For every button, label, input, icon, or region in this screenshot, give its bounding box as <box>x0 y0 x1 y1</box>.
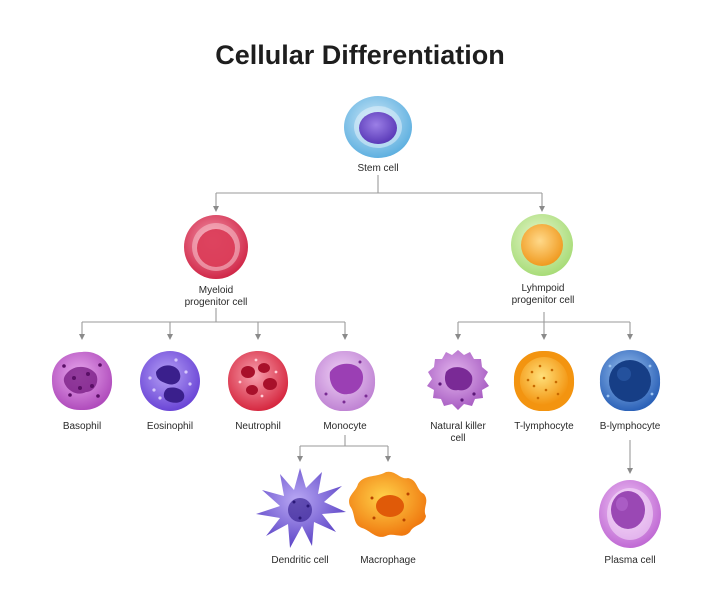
plasma-cell <box>599 480 661 548</box>
label-stem-cell: Stem cell <box>357 163 399 174</box>
basophil-cell <box>51 351 113 411</box>
label-basophil: Basophil <box>62 421 102 432</box>
label-lymphoid-progenitor: Lyhmpoid progenitor cell <box>511 283 575 306</box>
lymphoid-progenitor-cell <box>511 214 573 276</box>
label-dendritic: Dendritic cell <box>271 555 329 566</box>
neutrophil-cell <box>228 351 289 411</box>
stem-cell <box>344 96 412 158</box>
myeloid-progenitor-cell <box>184 215 248 279</box>
dendritic-cell <box>256 468 346 548</box>
b-lymphocyte-cell <box>599 350 661 412</box>
diagram-title: Cellular Differentiation <box>215 40 505 70</box>
t-lymphocyte-cell <box>513 350 575 412</box>
label-neutrophil: Neutrophil <box>235 421 281 432</box>
label-macrophage: Macrophage <box>360 555 416 566</box>
connector-lines <box>79 175 633 474</box>
eosinophil-cell <box>140 351 200 411</box>
label-b-lymphocyte: B-lymphocyte <box>599 421 661 432</box>
natural-killer-cell <box>427 350 489 410</box>
label-eosinophil: Eosinophil <box>146 421 194 432</box>
label-t-lymphocyte: T-lymphocyte <box>514 421 574 432</box>
monocyte-cell <box>314 350 376 412</box>
label-natural-killer: Natural killer cell <box>430 421 486 444</box>
label-plasma: Plasma cell <box>604 555 656 566</box>
label-monocyte: Monocyte <box>323 421 367 432</box>
label-myeloid-progenitor: Myeloid progenitor cell <box>184 285 248 308</box>
macrophage-cell <box>349 471 427 537</box>
